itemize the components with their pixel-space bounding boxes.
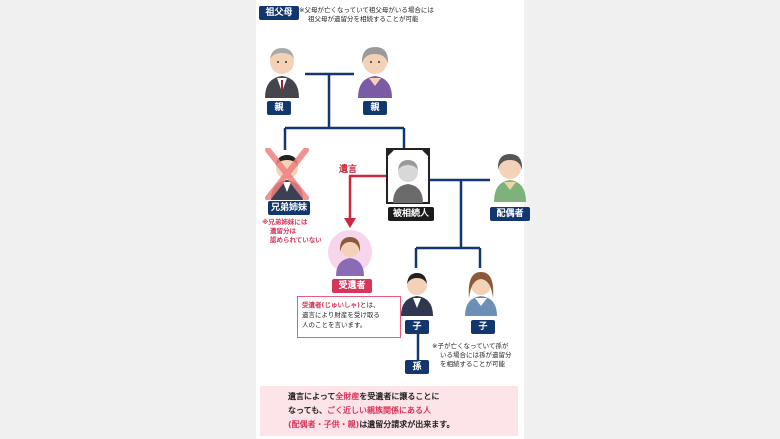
summary-l2b: ごく近しい親族関係にある人 — [326, 406, 431, 415]
summary-l1b: 全財産 — [335, 392, 360, 401]
definition-line1: 受遺者(じゅいしゃ)とは、 — [302, 300, 396, 310]
sibling-note-line3: 認められていない — [270, 236, 322, 244]
summary-line3: (配偶者・子供・親)は遺留分請求が出来ます。 — [288, 418, 518, 432]
grandparents-label: 祖父母 — [259, 6, 299, 20]
summary-l1a: 遺言によって — [288, 392, 336, 401]
grandparents-note-line2: 祖父母が遺留分を相続することが可能 — [308, 15, 419, 23]
decedent-portrait — [386, 148, 430, 204]
summary-line1: 遺言によって全財産を受遺者に譲ることに — [288, 390, 518, 404]
right-margin — [524, 0, 780, 439]
definition-line3: 人のことを言います。 — [302, 321, 367, 329]
legatee-figure — [328, 230, 372, 276]
sibling-figure — [265, 148, 309, 200]
decedent-label: 被相続人 — [388, 207, 434, 221]
summary-line2: なっても、ごく近しい親族関係にある人 — [288, 404, 518, 418]
child1-figure — [401, 273, 433, 316]
children-note-line2: いる場合には孫が遺留分 — [440, 351, 512, 359]
child2-label: 子 — [471, 320, 495, 334]
will-label: 遺言 — [339, 165, 358, 175]
spouse-label: 配偶者 — [490, 207, 530, 221]
summary-l3b: は遺留分請求が出来ます。 — [359, 420, 455, 429]
mother-figure — [358, 47, 392, 98]
legatee-term: 受遺者(じゅいしゃ) — [302, 301, 360, 309]
spouse-figure — [494, 154, 526, 202]
child1-label: 子 — [405, 320, 429, 334]
children-note-line3: を相続することが可能 — [440, 360, 505, 368]
left-margin — [0, 0, 256, 439]
child2-figure — [465, 272, 497, 316]
sibling-note-line1: ※兄弟姉妹には — [262, 218, 308, 226]
definition-line2: 遺言により財産を受け取る — [302, 311, 380, 319]
summary-box: 遺言によって全財産を受遺者に譲ることに なっても、ごく近しい親族関係にある人 (… — [260, 386, 518, 436]
sibling-label: 兄弟姉妹 — [268, 201, 310, 215]
father-figure — [265, 48, 299, 98]
will-arrow-line — [348, 174, 386, 220]
grandparents-note-line1: ※父母が亡くなっていて祖父母がいる場合には — [299, 6, 434, 14]
definition-line1-rest: とは、 — [359, 301, 380, 309]
children-note-line1: ※子が亡くなっていて孫が — [432, 342, 509, 350]
grandchild-label: 孫 — [405, 360, 429, 374]
summary-l2a: なっても、 — [288, 406, 327, 415]
will-arrow-head — [344, 218, 356, 228]
legatee-label: 受遺者 — [332, 279, 372, 293]
legatee-definition-box: 受遺者(じゅいしゃ)とは、 遺言により財産を受け取る 人のことを言います。 — [297, 296, 401, 338]
summary-l3a: (配偶者・子供・親) — [288, 420, 360, 429]
sibling-note-line2: 遺留分は — [270, 227, 296, 235]
summary-l1c: を受遺者に譲ることに — [359, 392, 440, 401]
father-label: 親 — [267, 101, 291, 115]
mother-label: 親 — [363, 101, 387, 115]
